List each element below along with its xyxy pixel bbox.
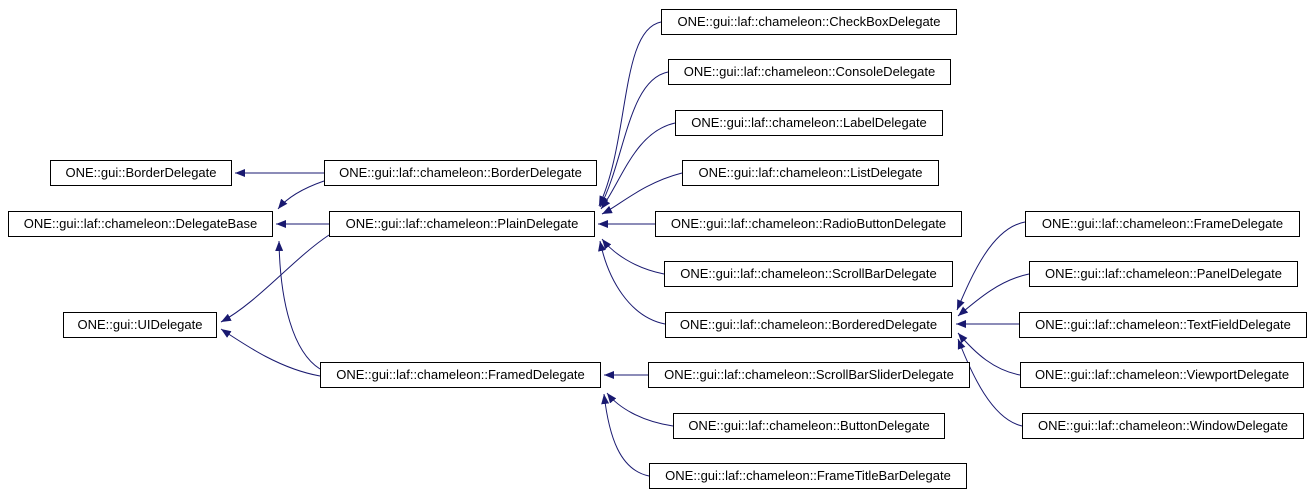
class-node-frameddelegate[interactable]: ONE::gui::laf::chameleon::FramedDelegate [320, 362, 601, 388]
inheritance-edge-viewportdelegate-to-bordereddelegate [957, 332, 1021, 376]
class-node-delegatebase[interactable]: ONE::gui::laf::chameleon::DelegateBase [8, 211, 273, 237]
inheritance-edge-listdelegate-to-plaindelegate [601, 172, 683, 215]
inheritance-edge-frameddelegate-to-uidelegate [220, 328, 321, 377]
inheritance-edge-framedelegate-to-bordereddelegate [956, 221, 1026, 311]
class-node-scrollbarsliderdelegate[interactable]: ONE::gui::laf::chameleon::ScrollBarSlide… [648, 362, 970, 388]
inheritance-edge-windowdelegate-to-bordereddelegate [957, 338, 1023, 427]
class-node-listdelegate[interactable]: ONE::gui::laf::chameleon::ListDelegate [682, 160, 939, 186]
inheritance-edge-bordereddelegate-to-plaindelegate [598, 240, 666, 325]
inheritance-edge-labeldelegate-to-plaindelegate [600, 122, 676, 210]
class-node-one-gui-borderdelegate[interactable]: ONE::gui::BorderDelegate [50, 160, 232, 186]
class-node-bordereddelegate[interactable]: ONE::gui::laf::chameleon::BorderedDelega… [665, 312, 952, 338]
class-node-textfielddelegate[interactable]: ONE::gui::laf::chameleon::TextFieldDeleg… [1019, 312, 1307, 338]
inheritance-edge-plaindelegate-to-uidelegate [220, 234, 330, 323]
class-node-plaindelegate[interactable]: ONE::gui::laf::chameleon::PlainDelegate [329, 211, 595, 237]
inheritance-edge-scrollbardelegate-to-plaindelegate [601, 238, 665, 275]
class-node-chameleon-borderdelegate[interactable]: ONE::gui::laf::chameleon::BorderDelegate [324, 160, 597, 186]
class-node-consoledelegate[interactable]: ONE::gui::laf::chameleon::ConsoleDelegat… [668, 59, 951, 85]
class-node-radiobuttondelegate[interactable]: ONE::gui::laf::chameleon::RadioButtonDel… [655, 211, 962, 237]
class-node-scrollbardelegate[interactable]: ONE::gui::laf::chameleon::ScrollBarDeleg… [664, 261, 953, 287]
class-node-frametitlebardelegate[interactable]: ONE::gui::laf::chameleon::FrameTitleBarD… [649, 463, 967, 489]
inheritance-edge-chameleon-borderdelegate-to-delegatebase [277, 180, 325, 210]
inheritance-edge-frameddelegate-to-delegatebase [275, 240, 321, 370]
class-node-checkboxdelegate[interactable]: ONE::gui::laf::chameleon::CheckBoxDelega… [661, 9, 957, 35]
inheritance-edge-buttondelegate-to-frameddelegate [606, 392, 674, 427]
inheritance-edge-consoledelegate-to-plaindelegate [599, 71, 669, 208]
inheritance-edge-frametitlebardelegate-to-frameddelegate [601, 393, 650, 477]
class-node-labeldelegate[interactable]: ONE::gui::laf::chameleon::LabelDelegate [675, 110, 943, 136]
class-node-buttondelegate[interactable]: ONE::gui::laf::chameleon::ButtonDelegate [673, 413, 945, 439]
class-node-viewportdelegate[interactable]: ONE::gui::laf::chameleon::ViewportDelega… [1020, 362, 1304, 388]
class-node-uidelegate[interactable]: ONE::gui::UIDelegate [63, 312, 217, 338]
inheritance-edge-checkboxdelegate-to-plaindelegate [598, 21, 662, 207]
class-node-framedelegate[interactable]: ONE::gui::laf::chameleon::FrameDelegate [1025, 211, 1300, 237]
inheritance-edge-paneldelegate-to-bordereddelegate [957, 273, 1030, 317]
class-node-paneldelegate[interactable]: ONE::gui::laf::chameleon::PanelDelegate [1029, 261, 1298, 287]
class-node-windowdelegate[interactable]: ONE::gui::laf::chameleon::WindowDelegate [1022, 413, 1304, 439]
inheritance-edges [220, 21, 1030, 477]
